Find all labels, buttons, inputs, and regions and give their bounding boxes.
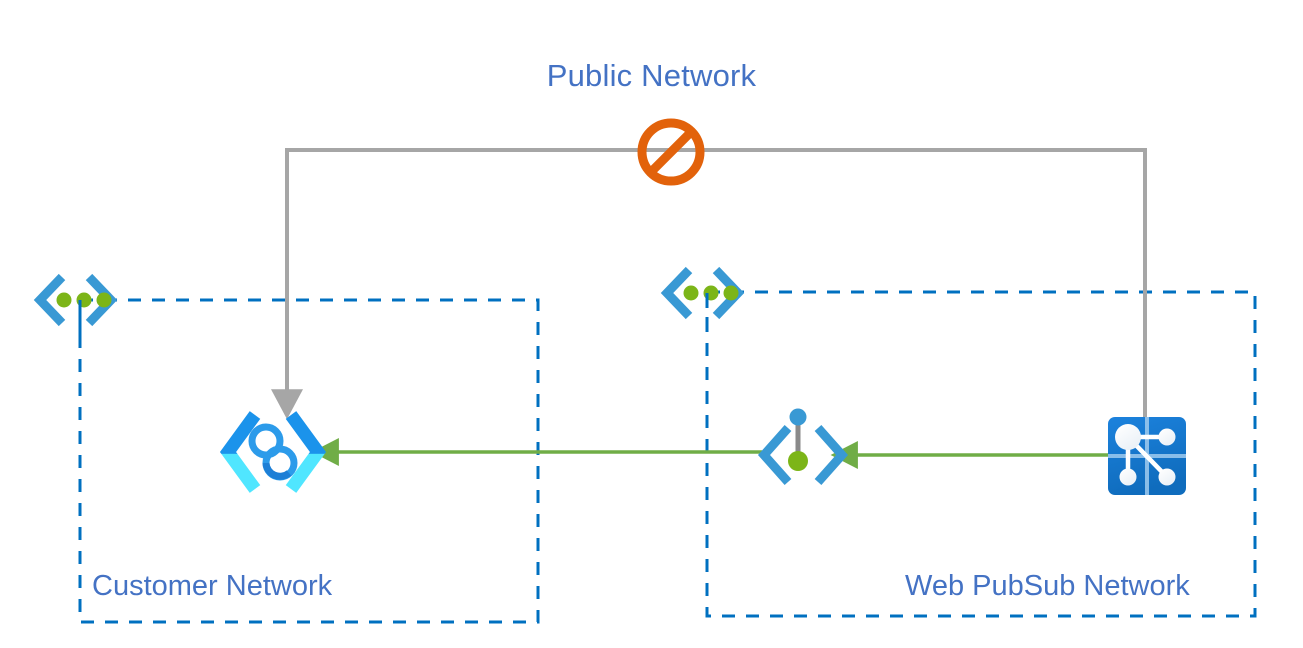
pubsub-node xyxy=(1158,428,1176,446)
pubsub-node xyxy=(1115,424,1141,450)
vnet-dot xyxy=(683,285,699,301)
customer-virtual-network-icon xyxy=(33,273,118,345)
vnet-dot xyxy=(96,292,112,308)
webpubsub-network-label: Web PubSub Network xyxy=(905,570,1190,602)
private-link-connection xyxy=(311,438,1108,469)
public-network-label: Public Network xyxy=(546,58,757,93)
web-pubsub-service-icon xyxy=(1108,417,1186,495)
vnet-dot xyxy=(723,285,739,301)
pubsub-node xyxy=(1119,468,1137,486)
private-link-service-icon xyxy=(757,408,849,485)
public-network-blocked-path xyxy=(271,148,1147,460)
private-endpoint-icon xyxy=(219,411,327,493)
no-entry-icon xyxy=(637,118,705,186)
customer-network-label: Customer Network xyxy=(92,570,333,602)
vnet-dot xyxy=(56,292,72,308)
webpubsub-network-boundary xyxy=(705,290,1257,618)
pubsub-node xyxy=(1158,468,1176,486)
customer-network-boundary xyxy=(78,298,540,624)
webpubsub-virtual-network-icon xyxy=(660,266,745,338)
